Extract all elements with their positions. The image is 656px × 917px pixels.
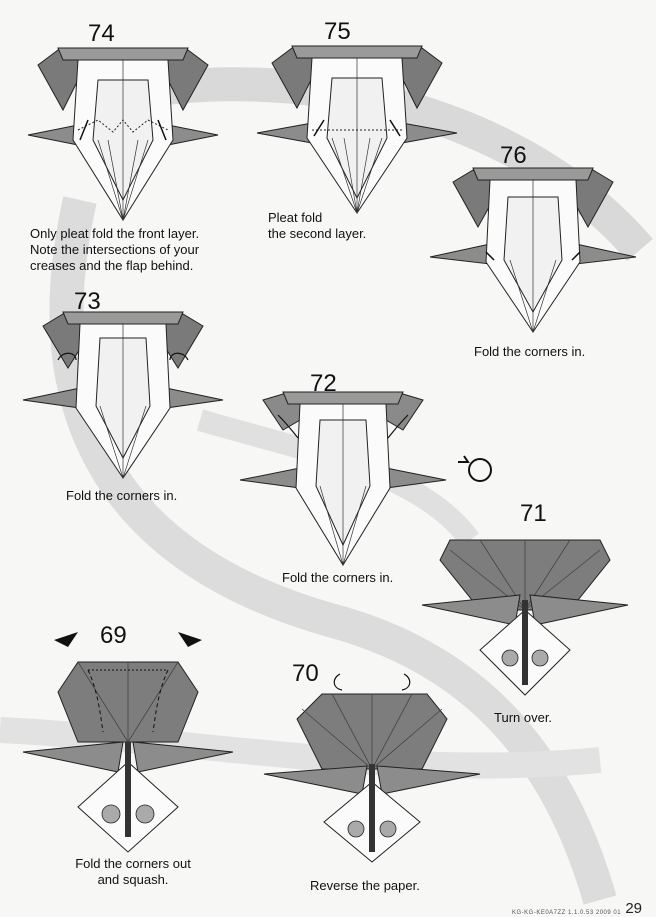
step-72: 72 Fold the corners in.	[238, 370, 448, 600]
footer-text: KG-KG-KE0A7ZZ 1.1.0.53 2009 01	[512, 910, 622, 916]
step-69: 69 Fold the corners out and squash.	[18, 622, 238, 892]
step-76-diagram	[429, 167, 637, 334]
step-caption: Turn over.	[494, 710, 553, 725]
page-number: 29	[625, 900, 642, 917]
step-73-diagram	[22, 311, 224, 480]
step-70-diagram	[263, 673, 481, 863]
turn-over-icon	[458, 455, 492, 482]
step-caption: Fold the corners in.	[66, 488, 178, 503]
step-caption: Only pleat fold the front layer. Note th…	[30, 226, 200, 273]
step-caption: Pleat fold the second layer.	[268, 210, 367, 241]
step-73: 73 Fold the corners in.	[18, 288, 228, 518]
step-75: 75 Pleat fold the second layer.	[252, 18, 462, 248]
step-number: 73	[74, 288, 101, 315]
step-number: 76	[500, 142, 527, 169]
step-70: 70 Reverse the paper.	[262, 660, 482, 894]
step-number: 70	[292, 660, 319, 687]
step-caption: Fold the corners out and squash.	[75, 856, 191, 887]
step-74-diagram	[27, 47, 219, 222]
step-74: 74 Only pleat fold the front layer. Note…	[18, 20, 228, 280]
step-caption: Reverse the paper.	[310, 878, 420, 893]
step-caption: Fold the corners in.	[474, 344, 586, 359]
step-caption: Fold the corners in.	[282, 570, 394, 585]
step-75-diagram	[256, 45, 458, 215]
step-72-diagram	[239, 391, 447, 567]
step-number: 69	[100, 622, 127, 649]
step-71-diagram	[421, 539, 629, 696]
step-number: 74	[88, 20, 115, 47]
step-76: 76 Fold the corners in.	[428, 142, 638, 372]
step-number: 72	[310, 370, 337, 397]
step-71: 71 Turn over.	[420, 500, 640, 730]
step-number: 71	[520, 500, 547, 527]
step-69-diagram	[22, 632, 234, 853]
step-number: 75	[324, 18, 351, 45]
